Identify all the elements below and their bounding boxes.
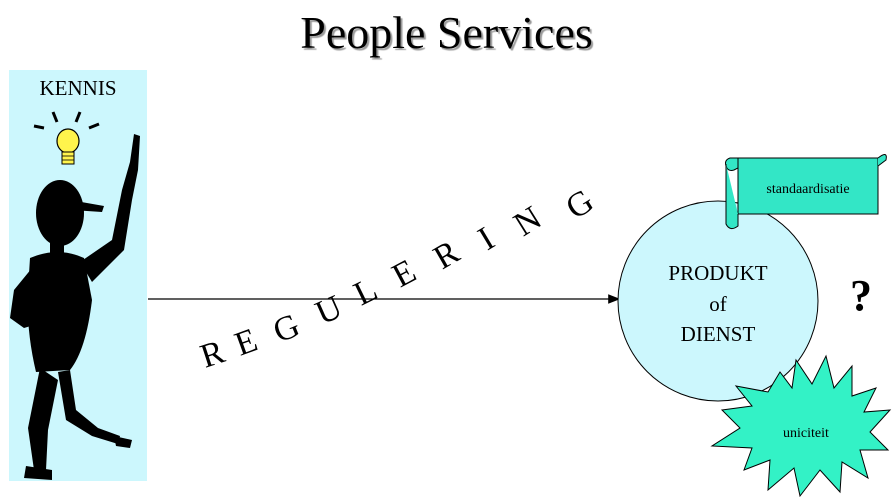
uniqueness-label: uniciteit [783,426,829,441]
regulation-letter: R [428,233,466,277]
regulation-letter: N [508,199,548,243]
regulation-label: R E G U L E R I N G [196,182,600,375]
uniqueness-burst: uniciteit [710,354,892,498]
regulation-letter: R [196,333,229,375]
product-circle: PRODUKT of DIENST [617,200,819,402]
regulation-letter: E [230,322,262,364]
standardisation-scroll: standaardisatie [725,154,887,230]
regulation-letter: G [560,182,600,226]
lightbulb-icon [33,111,100,165]
regulation-letter: U [310,289,347,333]
standardisation-label: standaardisatie [766,182,849,197]
regulation-letter: E [386,253,422,295]
regulation-letter: G [268,307,305,351]
person-silhouette-icon [10,134,140,480]
knowledge-label: KENNIS [39,76,117,100]
question-mark: ? [850,271,872,320]
product-label-line2: of [709,292,727,316]
product-label-line3: DIENST [681,322,756,346]
regulation-letter: I [472,220,501,258]
product-label-line1: PRODUKT [668,261,767,285]
page-title: People Services [300,7,593,58]
regulation-letter: L [348,271,383,313]
